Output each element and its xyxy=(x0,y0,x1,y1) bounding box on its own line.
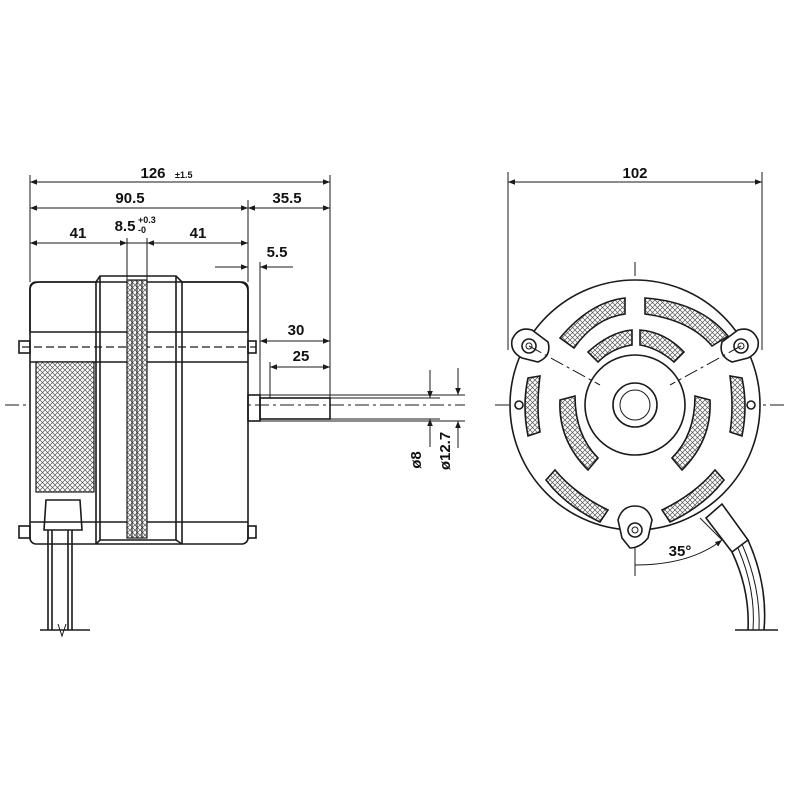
dim-center-tol-lower: -0 xyxy=(138,225,146,235)
hub-bore xyxy=(612,382,658,428)
dim-overall-tolerance: ±1.5 xyxy=(175,170,192,180)
side-dimension-lines xyxy=(30,179,461,448)
hub-outer xyxy=(584,354,686,456)
hub-inner xyxy=(619,389,651,421)
side-view: 126 ±1.5 90.5 35.5 41 8.5 +0.3 -0 41 5.5… xyxy=(5,165,465,638)
end-cable xyxy=(704,502,778,631)
dim-shaft-30: 30 xyxy=(288,322,305,339)
dim-shaft-extension: 35.5 xyxy=(272,190,301,207)
end-housing xyxy=(509,279,761,531)
motor-body xyxy=(18,275,257,545)
dim-shaft-25: 25 xyxy=(293,348,310,365)
end-view: 102 xyxy=(495,165,785,631)
dim-right-stack: 41 xyxy=(190,225,207,242)
dim-collar: 5.5 xyxy=(267,244,288,261)
dim-overall: 126 xyxy=(140,165,165,182)
dim-center-stack: 8.5 xyxy=(115,218,136,235)
angle-arc xyxy=(634,539,723,566)
dim-center-tol-upper: +0.3 xyxy=(138,215,156,225)
cable xyxy=(40,499,90,638)
dim-boss-diameter: ø12.7 xyxy=(437,432,454,470)
mounting-lugs xyxy=(510,328,760,549)
dim-body-length: 90.5 xyxy=(115,190,144,207)
dim-left-stack: 41 xyxy=(70,225,87,242)
shaft xyxy=(247,394,331,422)
dim-end-width: 102 xyxy=(622,165,647,182)
dim-cable-angle: 35° xyxy=(669,543,692,560)
dim-shaft-diameter: ø8 xyxy=(408,451,425,469)
ventilation-slots xyxy=(524,297,746,524)
